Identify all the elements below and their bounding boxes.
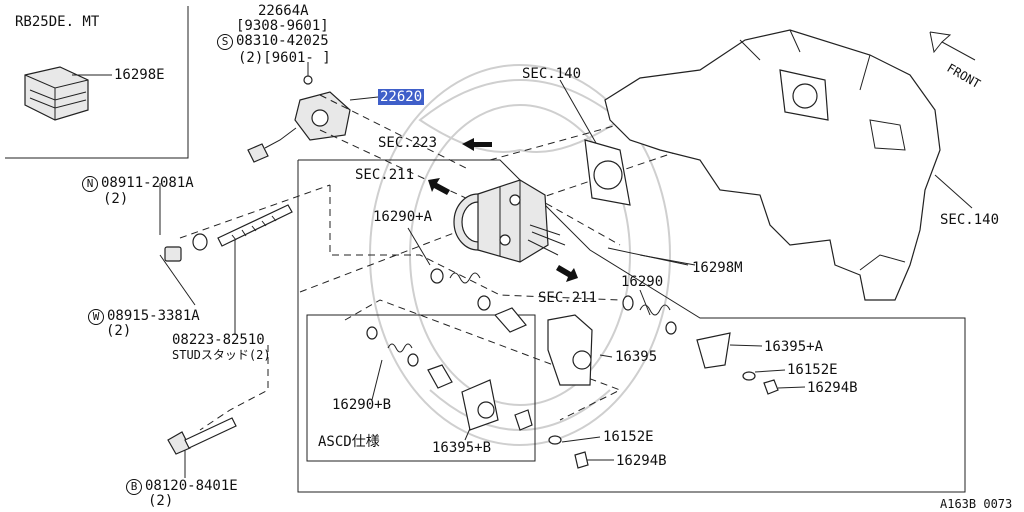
part-16298e-inset-label: 16298E [114,67,165,83]
part-16298e-inset [24,66,112,121]
circle-w-icon: W [88,309,104,325]
part-16395-label: 16395 [615,349,658,365]
sec223-label: SEC.223 [378,135,438,151]
gasket-16298m [584,139,631,206]
part-16290a-label: 16290+A [373,209,433,225]
nut-n-qty-label: (2) [103,191,129,207]
stud-label: 08223-82510 [172,332,265,348]
sec140-right-label: SEC.140 [940,212,1000,228]
part-16294b-right-label: 16294B [807,380,858,396]
part-16395a-label: 16395+A [764,339,824,355]
nut-n-number: 08911-2081A [101,175,194,191]
part-22620-label[interactable]: 22620 [378,89,425,105]
ascd-box [306,314,536,462]
part-22664a-label: 22664A [258,3,309,19]
small-parts [164,204,779,469]
bolt-b-qty-label: (2) [148,493,174,509]
part-16294b-bottom-label: 16294B [616,453,667,469]
reference-code: A163B 0073 [940,497,1013,511]
circle-s-icon: S [217,34,233,50]
sec211-mid-label: SEC.211 [538,290,598,306]
ascd-label: ASCD仕様 [318,434,380,450]
part-16298m-label: 16298M [692,260,743,276]
part-22620-sensor [247,62,379,163]
sec211-top-label: SEC.211 [355,167,415,183]
intake-manifold [604,29,941,301]
part-16290-label: 16290 [621,274,664,290]
stud-desc-label: STUDスタッド(2) [172,348,271,362]
qty-range-label: (2)[9601- ] [238,50,331,66]
bolt-b-number: 08120-8401E [145,478,238,494]
circle-b-icon: B [126,479,142,495]
part-16152e-bottom-label: 16152E [603,429,654,445]
part-16395b-label: 16395+B [432,440,492,456]
washer-w-qty-label: (2) [106,323,132,339]
model-label: RB25DE. MT [15,14,100,30]
throttle-body [453,179,566,263]
inset-box [5,6,189,159]
sec140-top-label: SEC.140 [522,66,582,82]
part-16290b-label: 16290+B [332,397,392,413]
circle-n-icon: N [82,176,98,192]
part-16152e-right-label: 16152E [787,362,838,378]
bolt-s-number: 08310-42025 [236,33,329,49]
direction-arrows [428,31,976,282]
washer-w-number: 08915-3381A [107,308,200,324]
date-range-label: [9308-9601] [236,18,329,34]
